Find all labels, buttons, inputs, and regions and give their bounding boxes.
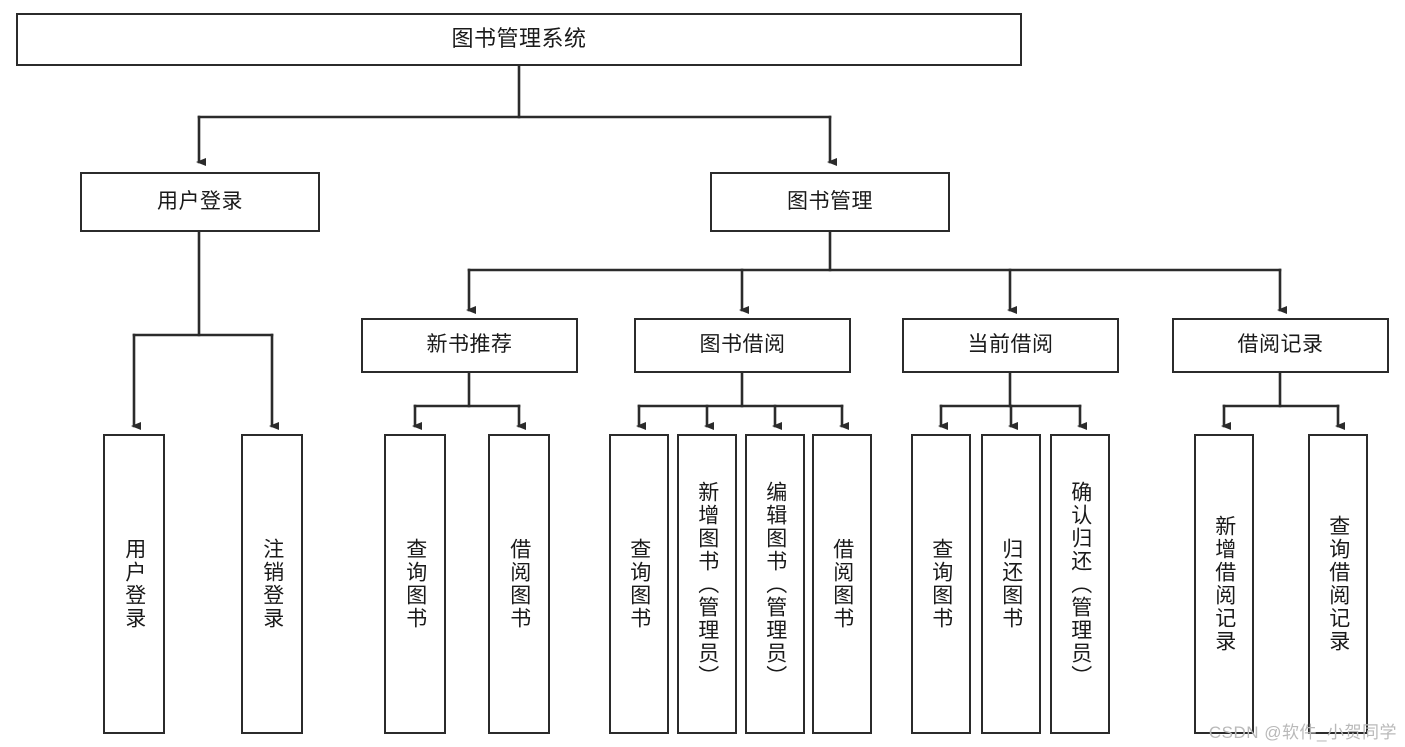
node-label: 用户登录 — [122, 538, 146, 630]
node-label: 借阅记录 — [1237, 333, 1324, 357]
leaf-current-borrow-query[interactable]: 查询图书 — [911, 434, 971, 734]
node-label: 注销登录 — [260, 538, 284, 630]
leaf-current-borrow-return[interactable]: 归还图书 — [981, 434, 1041, 734]
node-label: 当前借阅 — [967, 333, 1054, 357]
node-label: 查询图书 — [403, 538, 427, 630]
node-label: 借阅图书 — [830, 538, 854, 630]
node-book-borrow[interactable]: 图书借阅 — [634, 318, 851, 373]
node-label: 用户登录 — [157, 189, 243, 213]
node-book-management[interactable]: 图书管理 — [710, 172, 950, 232]
leaf-book-borrow-edit[interactable]: 编辑图书（管理员） — [745, 434, 805, 734]
leaf-book-borrow-add[interactable]: 新增图书（管理员） — [677, 434, 737, 734]
node-borrow-record[interactable]: 借阅记录 — [1172, 318, 1389, 373]
node-label: 新增图书（管理员） — [695, 480, 719, 688]
node-label: 确认归还（管理员） — [1068, 480, 1092, 688]
node-new-book-recommend[interactable]: 新书推荐 — [361, 318, 578, 373]
leaf-user-login-login[interactable]: 用户登录 — [103, 434, 165, 734]
node-label: 查询借阅记录 — [1326, 515, 1350, 653]
leaf-new-book-borrow[interactable]: 借阅图书 — [488, 434, 550, 734]
node-label: 归还图书 — [999, 538, 1023, 630]
node-label: 借阅图书 — [507, 538, 531, 630]
node-label: 新书推荐 — [426, 333, 513, 357]
leaf-borrow-record-query[interactable]: 查询借阅记录 — [1308, 434, 1368, 734]
node-label: 图书管理 — [787, 189, 873, 213]
node-label: 查询图书 — [627, 538, 651, 630]
node-label: 新增借阅记录 — [1212, 515, 1236, 653]
node-label: 查询图书 — [929, 538, 953, 630]
node-root-system[interactable]: 图书管理系统 — [16, 13, 1022, 66]
leaf-book-borrow-query[interactable]: 查询图书 — [609, 434, 669, 734]
node-current-borrow[interactable]: 当前借阅 — [902, 318, 1119, 373]
node-label: 编辑图书（管理员） — [763, 480, 787, 688]
node-label: 图书借阅 — [699, 333, 786, 357]
node-user-login[interactable]: 用户登录 — [80, 172, 320, 232]
leaf-borrow-record-add[interactable]: 新增借阅记录 — [1194, 434, 1254, 734]
leaf-user-login-logout[interactable]: 注销登录 — [241, 434, 303, 734]
leaf-book-borrow-borrow[interactable]: 借阅图书 — [812, 434, 872, 734]
leaf-current-borrow-confirm-return[interactable]: 确认归还（管理员） — [1050, 434, 1110, 734]
node-label: 图书管理系统 — [451, 26, 587, 52]
leaf-new-book-query[interactable]: 查询图书 — [384, 434, 446, 734]
csdn-watermark: CSDN @软件_小贺同学 — [1208, 723, 1397, 742]
